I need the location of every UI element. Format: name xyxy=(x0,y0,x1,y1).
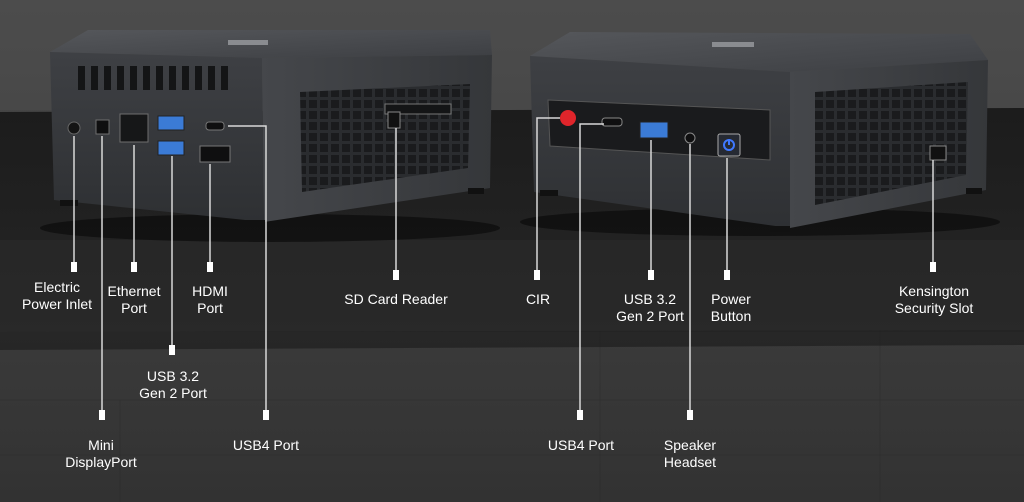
left-vents xyxy=(78,66,228,90)
usb4-right-icon xyxy=(601,117,623,127)
callout-lines xyxy=(71,117,936,420)
headset-jack-icon xyxy=(684,132,696,144)
label-line: Security Slot xyxy=(894,300,974,316)
left-device-top xyxy=(50,30,492,58)
label-line: SD Card Reader xyxy=(344,291,448,307)
label-line: CIR xyxy=(525,291,551,307)
label-mini-displayport: Mini DisplayPort xyxy=(56,437,146,471)
label-line: USB 3.2 xyxy=(146,368,200,384)
label-line: Mini xyxy=(88,437,114,453)
label-line: Headset xyxy=(663,454,717,470)
label-line: USB4 Port xyxy=(232,437,300,453)
right-device-top xyxy=(530,32,988,72)
label-usb4-left: USB4 Port xyxy=(222,437,310,454)
shelf-shadow xyxy=(0,330,1024,350)
brand-logo-left xyxy=(228,40,268,45)
sd-card-slot-icon xyxy=(384,103,452,115)
label-line: Electric xyxy=(34,279,80,295)
label-line: Kensington xyxy=(898,283,970,299)
label-usb32-left: USB 3.2 Gen 2 Port xyxy=(132,368,214,402)
label-line: Gen 2 Port xyxy=(616,308,684,324)
right-side-grille xyxy=(815,82,968,205)
usb4-left-icon xyxy=(205,121,225,131)
label-line: DisplayPort xyxy=(65,454,137,470)
usb32-left-bottom-icon xyxy=(157,140,185,156)
label-line: USB 3.2 xyxy=(623,291,677,307)
label-line: Speaker xyxy=(663,437,717,453)
label-line: Port xyxy=(197,300,223,316)
label-line: HDMI xyxy=(192,283,228,299)
kensington-slot-icon xyxy=(929,145,947,161)
cir-sensor-icon xyxy=(560,110,576,126)
brand-logo-right xyxy=(712,42,754,47)
power-inlet-icon xyxy=(67,121,81,135)
label-usb4-right: USB4 Port xyxy=(536,437,626,454)
label-line: Power Inlet xyxy=(21,296,93,312)
label-speaker-headset: Speaker Headset xyxy=(654,437,726,471)
label-electric-power-inlet: Electric Power Inlet xyxy=(16,279,98,313)
shelf-front-shade xyxy=(0,240,1024,332)
hdmi-port-icon xyxy=(199,145,231,163)
label-sd-card-reader: SD Card Reader xyxy=(328,291,464,308)
ethernet-port-icon xyxy=(119,113,149,143)
usb32-right-icon xyxy=(639,121,669,139)
label-hdmi-port: HDMI Port xyxy=(182,283,238,317)
right-device xyxy=(520,32,1000,236)
label-ethernet-port: Ethernet Port xyxy=(100,283,168,317)
label-usb32-right: USB 3.2 Gen 2 Port xyxy=(604,291,696,325)
label-kensington-slot: Kensington Security Slot xyxy=(880,283,988,317)
label-line: Gen 2 Port xyxy=(139,385,207,401)
label-line: Button xyxy=(710,308,752,324)
left-device xyxy=(40,30,500,242)
label-line: USB4 Port xyxy=(547,437,615,453)
label-power-button: Power Button xyxy=(700,291,762,325)
label-cir: CIR xyxy=(516,291,560,308)
label-line: Power xyxy=(711,291,751,307)
mini-displayport-icon xyxy=(95,119,110,135)
label-line: Ethernet xyxy=(107,283,161,299)
usb32-left-top-icon xyxy=(157,115,185,131)
label-line: Port xyxy=(121,300,147,316)
